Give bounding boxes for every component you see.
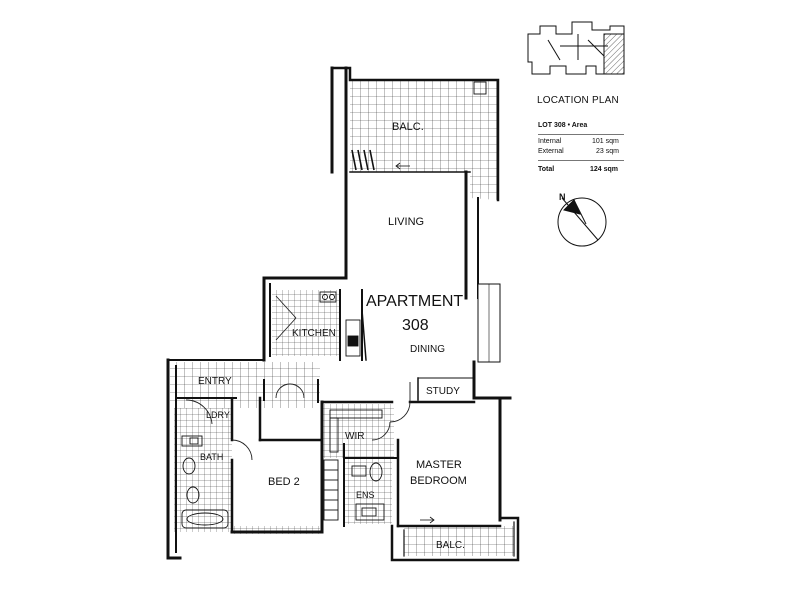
sliding-doors: [351, 149, 435, 524]
kitchen-tiles: [272, 290, 340, 356]
area-divider-top: [538, 134, 624, 135]
balcony-top-label: BALC.: [392, 121, 424, 133]
balcony-bottom-label: BALC.: [436, 540, 465, 551]
area-internal-value: 101 sqm: [592, 138, 619, 145]
area-external-value: 23 sqm: [596, 148, 619, 155]
kitchen-label: KITCHEN: [292, 328, 336, 339]
fixtures: [181, 81, 487, 529]
entry-tiles: [170, 362, 320, 408]
ens-label: ENS: [356, 490, 375, 500]
bath-label: BATH: [200, 452, 223, 462]
wir-label: WIR: [345, 431, 364, 442]
apartment-label: APARTMENT: [366, 293, 463, 310]
area-total-value: 124 sqm: [590, 166, 619, 173]
doors: [185, 295, 411, 461]
location-keyplan: [527, 21, 625, 75]
location-plan-title: LOCATION PLAN: [537, 95, 619, 106]
dining-label: DINING: [410, 344, 445, 355]
bed2-label: BED 2: [268, 476, 300, 488]
walls: [166, 66, 520, 562]
balcony-top-tiles: [350, 80, 498, 172]
apartment-number: 308: [402, 317, 429, 334]
bedroom-label: BEDROOM: [410, 475, 467, 487]
area-divider-bottom: [538, 160, 624, 161]
study-label: STUDY: [426, 386, 460, 397]
living-label: LIVING: [388, 216, 424, 228]
area-total-label: Total: [538, 166, 555, 173]
area-internal-label: Internal: [538, 138, 562, 145]
north-compass: [557, 197, 607, 247]
lot-area-heading: LOT 308 • Area: [538, 122, 588, 129]
entry-hall-tiles: [265, 362, 320, 398]
bed2-threshold-tiles: [232, 526, 320, 534]
balcony-bottom-tiles: [404, 526, 514, 556]
location-plan-panel: LOCATION PLAN LOT 308 • Area Internal 10…: [520, 20, 790, 260]
entry-label: ENTRY: [198, 376, 232, 387]
area-external-label: External: [538, 148, 564, 155]
master-label: MASTER: [416, 459, 462, 471]
ldry-label: LDRY: [206, 410, 230, 420]
balcony-top-side-tiles: [470, 172, 498, 200]
north-label: N: [559, 192, 566, 202]
